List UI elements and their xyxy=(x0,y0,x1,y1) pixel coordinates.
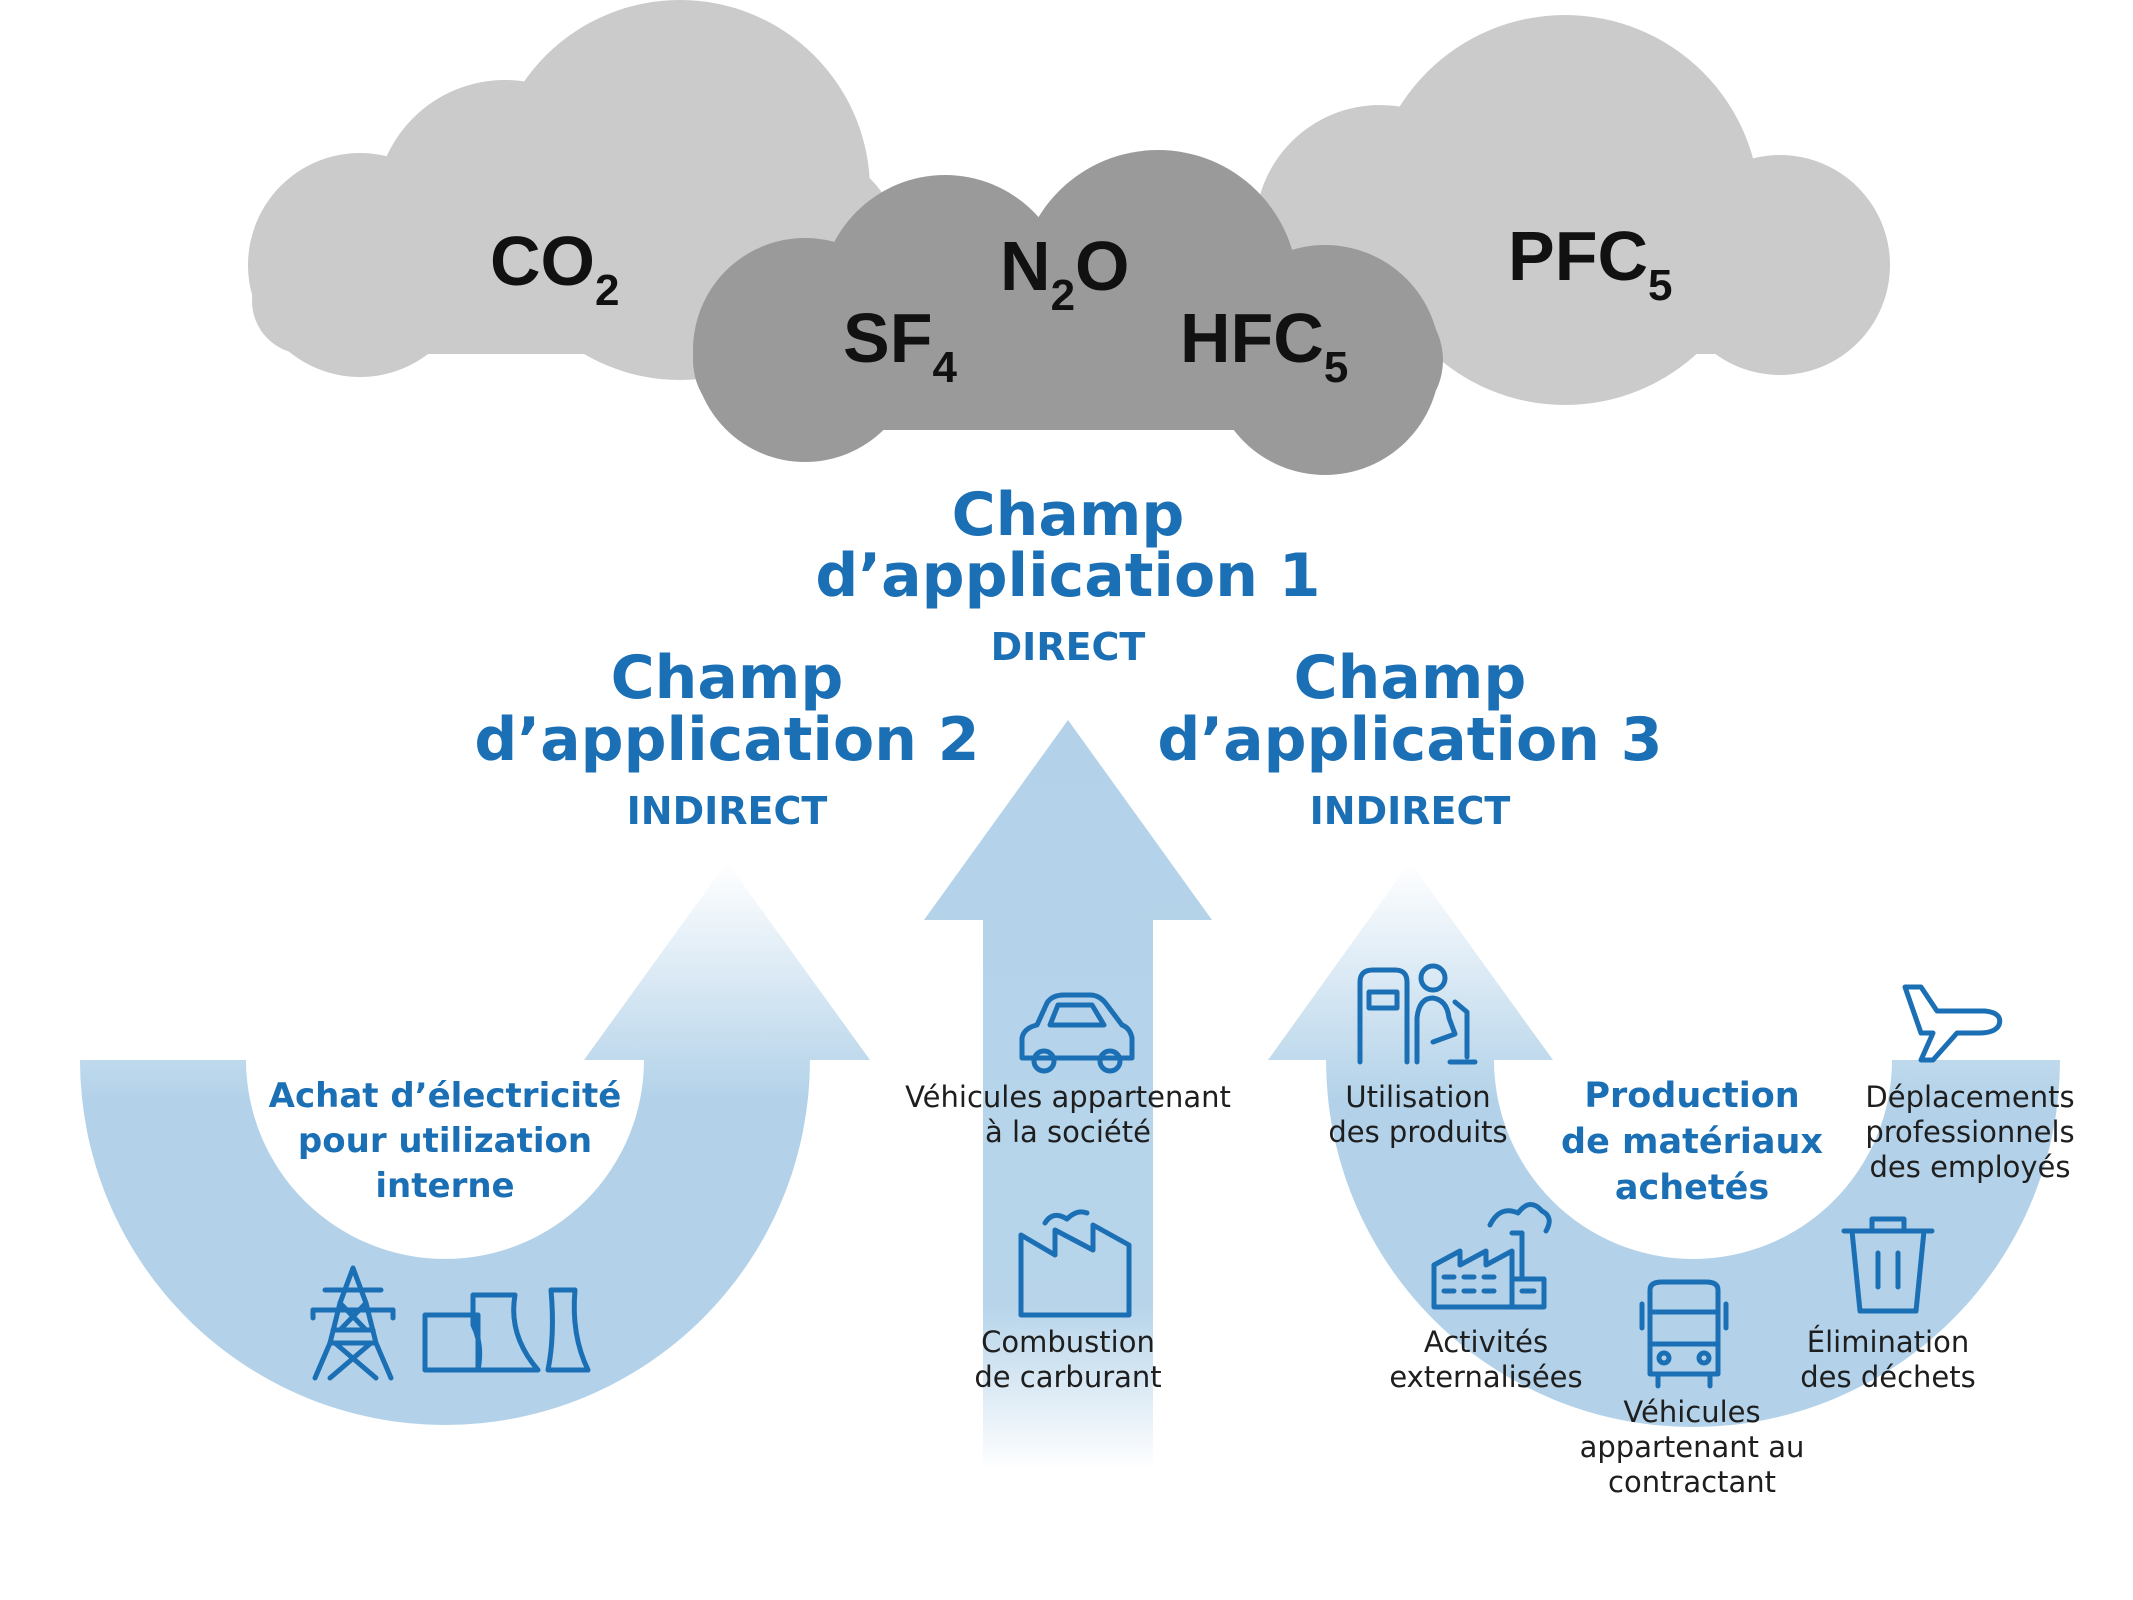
scope3-title-line1: Champ xyxy=(1294,643,1527,713)
scope1-vehicles-label: Véhicules appartenant à la société xyxy=(905,1080,1231,1149)
scope3-contractor-label: Véhicules appartenant au contractant xyxy=(1580,1395,1805,1499)
scope2-label: Achat d’électricité pour utilization int… xyxy=(269,1076,622,1206)
industrial-plant-icon xyxy=(1431,1202,1552,1310)
scope3-outsourced-label: Activités externalisées xyxy=(1389,1325,1582,1394)
scope3-center-label: Production de matériaux achetés xyxy=(1561,1076,1823,1208)
scope3-heading: Champ d’application 3 INDIRECT xyxy=(1157,643,1662,833)
scope3-curved-arrow xyxy=(1268,862,2060,1427)
power-pylon-icon xyxy=(310,1265,396,1381)
svg-text:Véhicules: Véhicules xyxy=(1623,1395,1760,1429)
scope3-title-line2: d’application 3 xyxy=(1157,705,1662,775)
svg-text:des employés: des employés xyxy=(1870,1150,2071,1184)
scope1-title-line2: d’application 1 xyxy=(815,541,1320,611)
airplane-icon xyxy=(1902,984,2003,1063)
gas-pfc5: PFC5 xyxy=(1508,217,1672,310)
gas-n2o: N2O xyxy=(1000,227,1130,320)
svg-text:des produits: des produits xyxy=(1328,1115,1507,1149)
scope2-kind: INDIRECT xyxy=(627,789,828,833)
scope1-heading: Champ d’application 1 DIRECT xyxy=(815,480,1320,669)
cloud-center xyxy=(693,150,1443,475)
scope2-curved-arrow xyxy=(80,862,870,1425)
cooling-towers-icon xyxy=(422,1287,591,1373)
svg-text:de carburant: de carburant xyxy=(974,1360,1161,1394)
scope2-title-line1: Champ xyxy=(611,643,844,713)
svg-text:pour utilization: pour utilization xyxy=(298,1121,592,1161)
scope3-products-label: Utilisation des produits xyxy=(1328,1080,1507,1149)
factory-icon xyxy=(1018,1209,1132,1318)
fuel-pump-icon xyxy=(1357,963,1478,1065)
svg-text:Combustion: Combustion xyxy=(981,1325,1155,1359)
scope1-title-line1: Champ xyxy=(952,480,1185,550)
svg-text:Déplacements: Déplacements xyxy=(1865,1080,2074,1114)
trash-bin-icon xyxy=(1841,1216,1935,1314)
gas-co2: CO2 xyxy=(490,222,619,315)
svg-text:à la société: à la société xyxy=(985,1115,1151,1149)
scope3-travel-label: Déplacements professionnels des employés xyxy=(1865,1080,2074,1184)
bus-icon xyxy=(1639,1279,1729,1389)
gas-sf4: SF4 xyxy=(843,299,957,392)
scope1-up-arrow xyxy=(924,720,1212,1470)
scope3-waste-label: Élimination des déchets xyxy=(1800,1325,1975,1394)
scope1-fuel-label: Combustion de carburant xyxy=(974,1325,1161,1394)
svg-text:Véhicules appartenant: Véhicules appartenant xyxy=(905,1080,1231,1114)
svg-text:de matériaux: de matériaux xyxy=(1561,1122,1823,1162)
svg-text:interne: interne xyxy=(375,1166,514,1206)
svg-text:achetés: achetés xyxy=(1615,1168,1769,1208)
svg-text:Production: Production xyxy=(1584,1076,1799,1116)
scope2-title-line2: d’application 2 xyxy=(474,705,979,775)
scope2-heading: Champ d’application 2 INDIRECT xyxy=(474,643,979,833)
svg-text:Utilisation: Utilisation xyxy=(1345,1080,1490,1114)
svg-text:Élimination: Élimination xyxy=(1807,1325,1969,1359)
scope3-kind: INDIRECT xyxy=(1310,789,1511,833)
svg-text:Achat d’électricité: Achat d’électricité xyxy=(269,1076,622,1116)
svg-text:professionnels: professionnels xyxy=(1865,1115,2074,1149)
svg-text:des déchets: des déchets xyxy=(1800,1360,1975,1394)
svg-text:appartenant au: appartenant au xyxy=(1580,1430,1805,1464)
svg-text:externalisées: externalisées xyxy=(1389,1360,1582,1394)
svg-text:Activités: Activités xyxy=(1424,1325,1548,1359)
car-icon xyxy=(1019,992,1135,1074)
gas-hfc5: HFC5 xyxy=(1180,299,1348,392)
scope1-kind: DIRECT xyxy=(991,625,1146,669)
svg-text:contractant: contractant xyxy=(1608,1465,1776,1499)
